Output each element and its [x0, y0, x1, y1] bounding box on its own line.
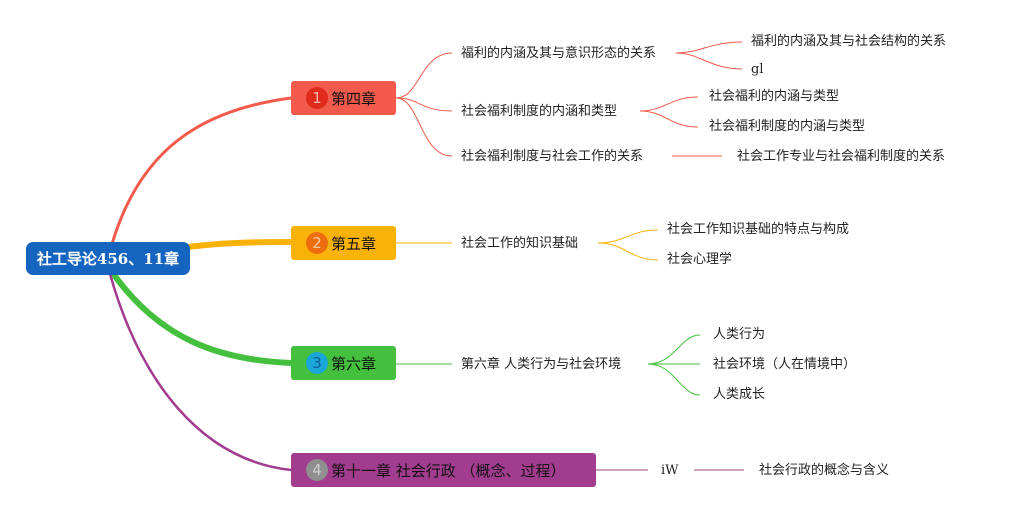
chapter-node-3[interactable]: 3 第六章	[291, 346, 396, 380]
connector-ch1-t1	[395, 52, 453, 99]
branch-line-ch1	[110, 96, 292, 245]
subtopic-label[interactable]: 社会行政的概念与含义	[759, 463, 890, 478]
chapter-label: 第十一章 社会行政 （概念、过程）	[331, 461, 566, 480]
connector-ch3-s3	[647, 363, 701, 396]
connector-ch2-s2	[597, 242, 659, 261]
connector-ch2-s1	[597, 229, 659, 244]
badge-4-icon: 4	[306, 459, 328, 481]
chapter-label: 第六章	[331, 354, 377, 373]
subtopic-label[interactable]: 社会心理学	[667, 252, 733, 267]
chapter-node-4[interactable]: 4 第十一章 社会行政 （概念、过程）	[291, 453, 596, 487]
badge-3-icon: 3	[306, 352, 328, 374]
subtopic-label[interactable]: 社会工作专业与社会福利制度的关系	[737, 149, 946, 164]
subtopic-label[interactable]: 人类行为	[713, 327, 766, 342]
badge-2-icon: 2	[306, 232, 328, 254]
subtopic-label[interactable]: 社会福利的内涵与类型	[709, 89, 840, 104]
topic-label[interactable]: iW	[661, 463, 679, 478]
chapter-node-1[interactable]: 1 第四章	[291, 81, 396, 115]
subtopic-label[interactable]: 社会工作知识基础的特点与构成	[667, 222, 850, 237]
topic-label[interactable]: 社会工作的知识基础	[461, 236, 579, 251]
connector-t2-s2	[639, 110, 699, 128]
connector-ch3-s1	[647, 334, 701, 365]
badge-1-icon: 1	[306, 87, 328, 109]
topic-label[interactable]: 社会福利制度的内涵和类型	[461, 104, 618, 119]
chapter-node-2[interactable]: 2 第五章	[291, 226, 396, 260]
topic-label[interactable]: 第六章 人类行为与社会环境	[461, 357, 622, 372]
subtopic-label[interactable]: 人类成长	[713, 387, 766, 402]
connector-ch1-t2	[395, 97, 453, 112]
subtopic-label[interactable]: 社会环境（人在情境中）	[713, 357, 857, 372]
root-label: 社工导论456、11章	[36, 250, 180, 268]
topic-label[interactable]: 福利的内涵及其与意识形态的关系	[461, 46, 657, 61]
subtopic-label[interactable]: gl	[751, 62, 764, 77]
connector-t1-s2	[675, 52, 743, 70]
branch-line-ch2	[187, 239, 292, 250]
subtopic-label[interactable]: 福利的内涵及其与社会结构的关系	[751, 34, 947, 49]
connector-t1-s1	[675, 41, 743, 54]
branch-line-ch4	[108, 273, 292, 472]
connector-t2-s1	[639, 96, 699, 112]
chapter-label: 第五章	[331, 234, 377, 253]
connector-ch1-t3	[395, 97, 453, 157]
chapter-label: 第四章	[331, 89, 377, 108]
branch-line-ch3	[109, 270, 292, 366]
root-topic[interactable]: 社工导论456、11章	[26, 242, 190, 275]
topic-label[interactable]: 社会福利制度与社会工作的关系	[461, 149, 644, 164]
subtopic-label[interactable]: 社会福利制度的内涵与类型	[709, 119, 866, 134]
